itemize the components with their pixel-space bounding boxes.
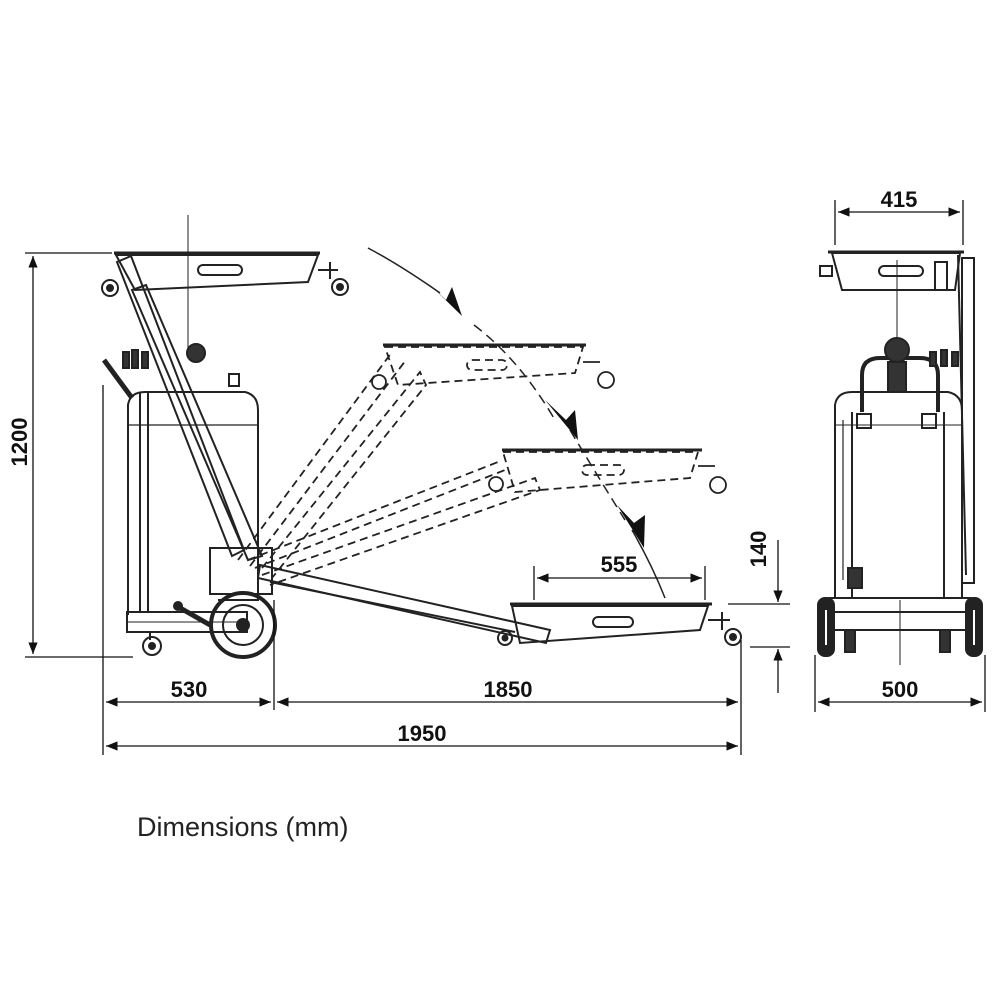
caption: Dimensions (mm) xyxy=(137,812,349,842)
front-tank xyxy=(834,391,963,599)
front-view xyxy=(817,250,983,665)
rear-caster xyxy=(142,632,162,656)
dim-label-1200: 1200 xyxy=(7,418,32,467)
main-wheel xyxy=(209,591,277,659)
intermediate-positions xyxy=(237,346,700,586)
tray-mid-1 xyxy=(383,346,585,386)
front-tray xyxy=(830,252,962,291)
handle xyxy=(101,358,135,400)
side-view xyxy=(101,251,742,659)
dimension-lines xyxy=(25,200,986,755)
front-arm xyxy=(961,257,975,584)
motion-arrows xyxy=(425,280,645,548)
dim-label-1950: 1950 xyxy=(398,721,447,746)
dim-label-415: 415 xyxy=(881,187,918,212)
dim-label-555: 555 xyxy=(601,552,638,577)
motion-arrow-3 xyxy=(617,505,645,548)
fittings xyxy=(122,343,240,387)
tank-body xyxy=(127,391,259,615)
dim-label-1850: 1850 xyxy=(484,677,533,702)
dim-label-500: 500 xyxy=(882,677,919,702)
arm-lowered xyxy=(256,563,552,645)
dim-label-530: 530 xyxy=(171,677,208,702)
tray-lowered xyxy=(497,602,742,646)
motion-arrow-1 xyxy=(425,280,462,316)
dimension-labels: 1200 530 1850 1950 555 140 415 500 xyxy=(7,187,918,746)
tray-mid-2 xyxy=(501,451,700,493)
motion-path xyxy=(367,247,666,599)
tray-top xyxy=(101,251,349,297)
motion-arrow-2 xyxy=(545,400,578,440)
dim-label-140: 140 xyxy=(746,531,771,568)
